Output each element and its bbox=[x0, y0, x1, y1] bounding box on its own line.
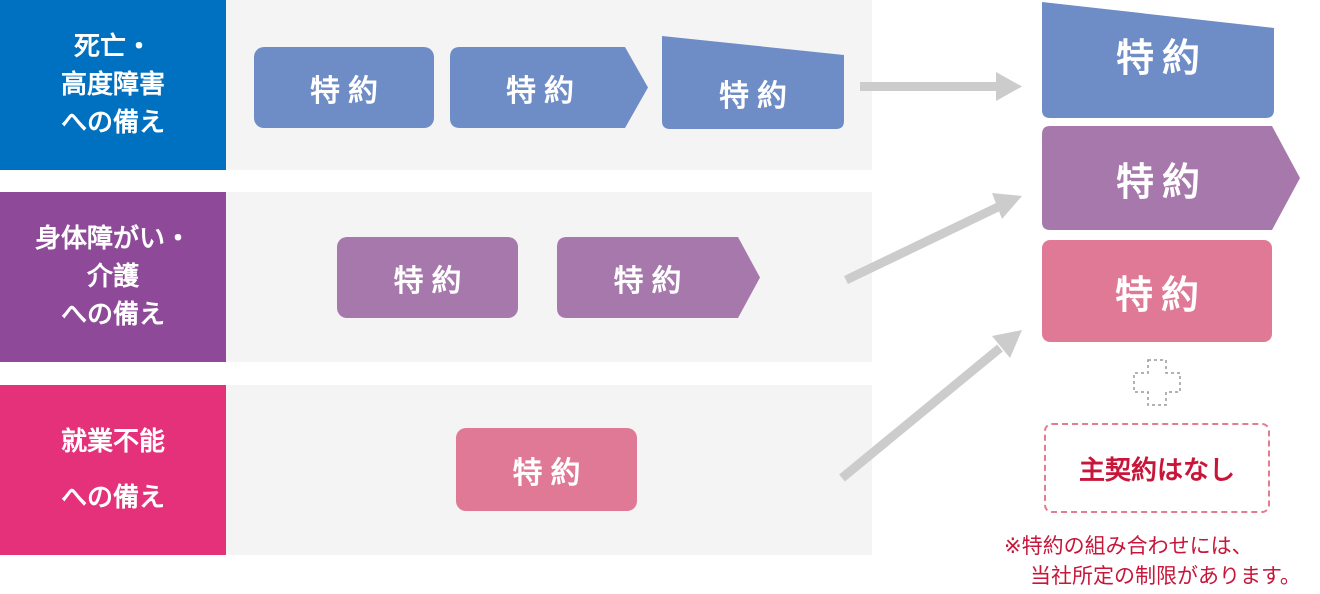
category-death-line-3: への備え bbox=[60, 108, 165, 138]
rider-disability-1-label: 特約 bbox=[393, 263, 470, 299]
rider-death-2: 特約 bbox=[450, 47, 648, 128]
category-work-line-2: への備え bbox=[60, 483, 165, 513]
arrow-work-icon bbox=[839, 330, 1022, 482]
rider-death-1: 特約 bbox=[254, 47, 434, 128]
result-rider-work-label: 特約 bbox=[1114, 272, 1207, 317]
rider-death-3-label: 特約 bbox=[719, 78, 795, 114]
result-rider-death: 特約 bbox=[1042, 2, 1274, 118]
rider-disability-1: 特約 bbox=[337, 237, 518, 318]
rider-death-2-label: 特約 bbox=[506, 73, 582, 109]
rider-disability-2: 特約 bbox=[557, 237, 760, 318]
result-rider-death-label: 特約 bbox=[1115, 35, 1208, 80]
rider-work-1-label: 特約 bbox=[512, 455, 589, 491]
category-death: 死亡・ 高度障害 への備え bbox=[0, 0, 226, 170]
category-work-line-1: 就業不能 bbox=[60, 427, 165, 457]
rider-disability-2-label: 特約 bbox=[613, 263, 690, 299]
arrow-disability-icon bbox=[844, 193, 1022, 285]
footnote-line-2: 当社所定の制限があります。 bbox=[1030, 564, 1301, 588]
arrow-death-icon bbox=[860, 72, 1022, 101]
category-disability: 身体障がい・ 介護 への備え bbox=[0, 192, 226, 362]
result-rider-work: 特約 bbox=[1042, 240, 1272, 342]
category-work: 就業不能 への備え bbox=[0, 385, 226, 555]
category-disability-line-1: 身体障がい・ bbox=[34, 224, 191, 254]
footnote: ※特約の組み合わせには、 当社所定の制限があります。 bbox=[1004, 531, 1320, 591]
rider-work-1: 特約 bbox=[456, 428, 637, 511]
result-rider-disability: 特約 bbox=[1042, 126, 1300, 230]
no-main-contract-text: 主契約はなし bbox=[1078, 455, 1235, 486]
category-death-line-2: 高度障害 bbox=[60, 70, 165, 100]
footnote-line-1: ※特約の組み合わせには、 bbox=[1004, 534, 1253, 558]
category-disability-line-3: への備え bbox=[60, 300, 165, 330]
result-rider-disability-label: 特約 bbox=[1115, 159, 1208, 204]
rider-death-3: 特約 bbox=[662, 36, 844, 129]
category-disability-line-2: 介護 bbox=[86, 262, 139, 292]
no-main-contract-box: 主契約はなし bbox=[1044, 423, 1270, 513]
category-death-line-1: 死亡・ bbox=[73, 32, 152, 62]
rider-death-1-label: 特約 bbox=[310, 73, 386, 109]
